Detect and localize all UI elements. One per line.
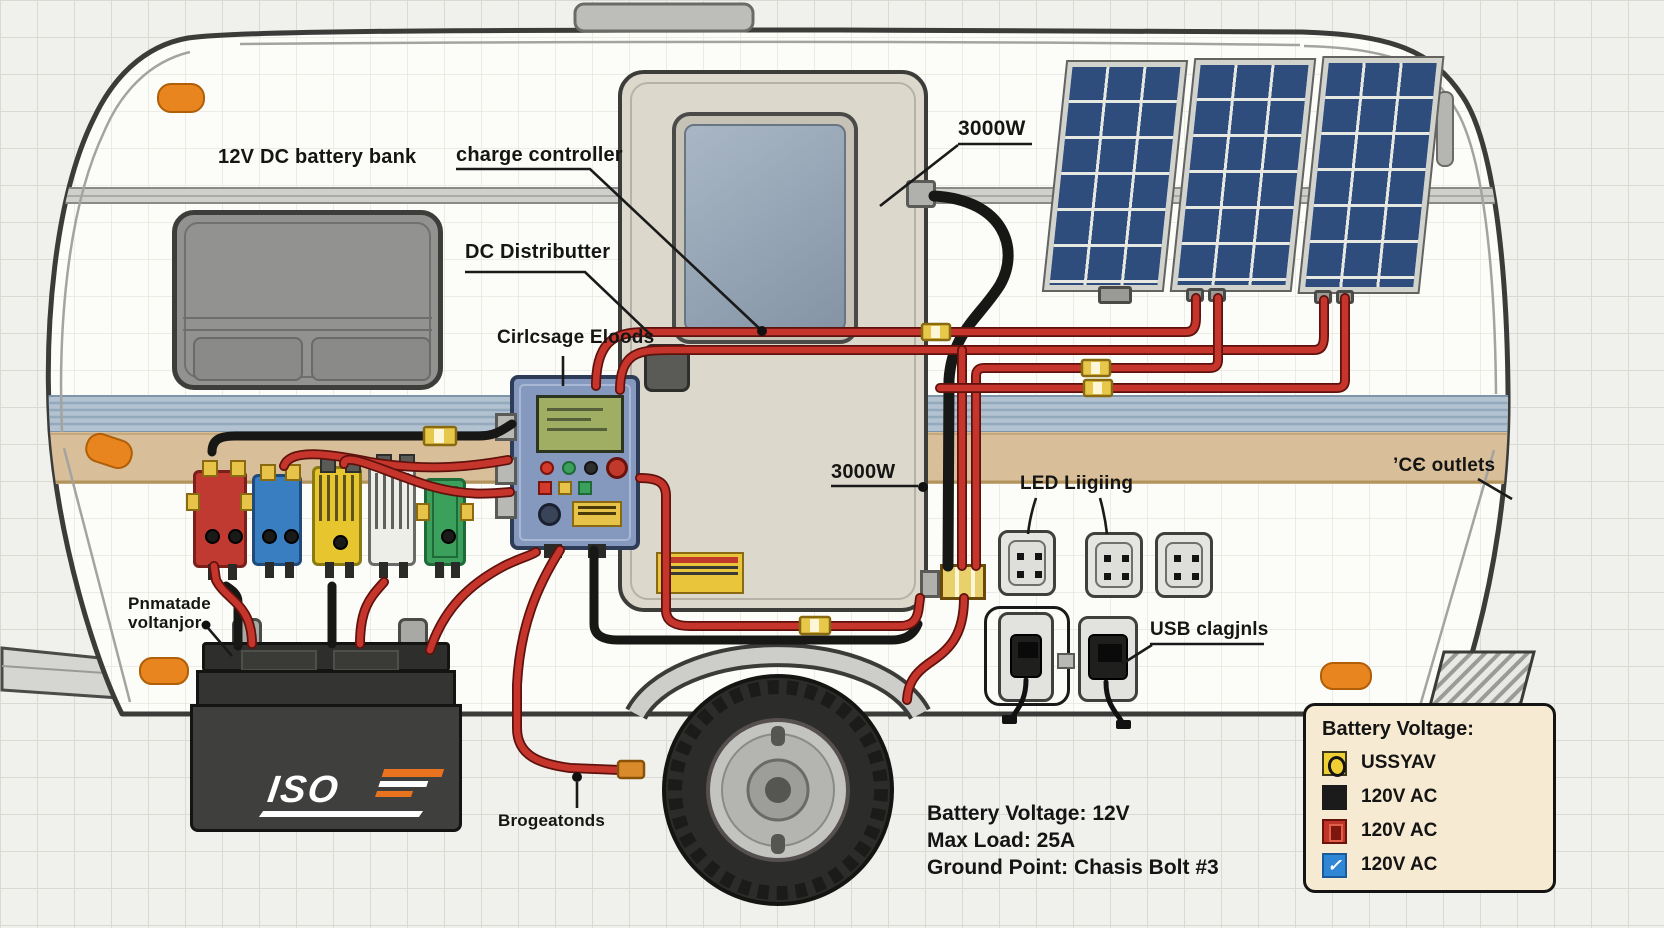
door-warning-sticker [656,552,744,594]
panel1-connector [1098,286,1132,304]
controller-led-red [540,461,554,475]
usb-charger-2 [1088,634,1128,680]
marker-lights [85,83,1372,690]
controller-bottom-terminal-1 [544,544,562,558]
controller-lcd-screen [536,395,624,453]
label-circuit-breakers: Cirlcsage Eloods [497,327,655,348]
legend-label-2: 120V AC [1361,786,1438,807]
label-ac-outlets: ʼCЄ outlets [1393,455,1496,476]
legend-label-1: USSYAV [1361,752,1436,773]
ac-outlet-3 [1155,532,1213,598]
red-breaker-swatch-icon [1322,818,1347,844]
door-cable-junction-box [906,180,936,208]
label-dc-distributor: DC Distributter [465,241,611,263]
breaker-block-blue [252,464,302,578]
ac-outlet-1 [998,530,1056,596]
door-handle [644,344,690,392]
fuse-block [940,564,986,600]
charge-controller-unit [495,375,640,558]
controller-led-dark [584,461,598,475]
battery-upper-case [196,670,456,708]
battery-case: ISO [190,704,462,832]
battery-brand-underline [258,811,424,817]
spec-max-load: Max Load: 25A [927,829,1076,852]
controller-bottom-terminal-2 [588,544,606,558]
solar-panel-2 [1171,60,1315,290]
solar-panel-3 [1299,58,1443,292]
panel2-connector-a [1186,288,1204,302]
legend-row-2: 120V AC [1322,784,1537,810]
controller-led-green [562,461,576,475]
black-square-swatch-icon [1322,784,1347,810]
distribution-connector [920,570,940,598]
battery-lid [202,642,450,672]
controller-label-sticker [572,501,622,527]
label-watts-mid: 3000W [831,461,896,483]
panel2-connector-b [1208,288,1226,302]
label-portable-line2: voltanjor [128,613,202,632]
label-ground-wire: Brogeatonds [498,811,606,830]
yellow-circle-swatch-icon [1322,750,1348,779]
blue-check-swatch-icon: ✓ [1322,852,1347,878]
battery-brand: ISO [265,769,343,811]
label-usb-chargers: USB clagjnls [1150,619,1269,640]
legend-label-3: 120V AC [1361,820,1438,841]
label-watts-top: 3000W [958,117,1026,140]
spec-battery-voltage: Battery Voltage: 12V [927,802,1130,825]
ac-outlet-2 [1085,532,1143,598]
controller-switch-red [538,481,552,495]
breaker-block-red [186,460,254,580]
controller-switch-green [578,481,592,495]
wall-profile-lines [59,40,1498,707]
label-led-lighting: LED Liigiing [1020,473,1134,494]
label-charge-controller: charge controller [456,144,623,166]
wheel-assembly [625,643,931,906]
usb-charger-1 [1010,634,1042,678]
window-pane-right [311,337,431,381]
roof-vent [573,2,755,33]
spec-text-block: Battery Voltage: 12V Max Load: 25A Groun… [927,800,1219,881]
panel3-connector-a [1314,290,1332,304]
controller-knob [538,503,561,526]
breaker-block-yellow [312,456,362,578]
entry-door [618,70,928,612]
label-battery-bank: 12V DC battery bank [218,146,417,168]
controller-switch-yellow [558,481,572,495]
legend-title: Battery Voltage: [1322,718,1474,740]
window-pane-left [193,337,303,381]
door-window [672,112,858,344]
breaker-block-green [416,478,474,578]
legend-box: Battery Voltage: USSYAV 120V AC 120V AC … [1303,703,1556,893]
door-window-glass [684,124,846,332]
rear-bumper [1428,650,1536,708]
legend-row-4: ✓ 120V AC [1322,852,1537,878]
breaker-block-white [368,454,416,578]
controller-terminal-1 [495,413,517,441]
controller-terminal-3 [495,491,517,519]
window-mid-bar [183,317,432,331]
controller-terminal-2 [495,457,517,485]
legend-row-1: USSYAV [1322,750,1537,779]
cabin-window [172,210,443,390]
legend-label-4: 120V AC [1361,854,1438,875]
spec-ground-point: Ground Point: Chasis Bolt #3 [927,856,1219,879]
legend-row-3: 120V AC [1322,818,1537,844]
panel3-connector-b [1336,290,1354,304]
controller-button-red [606,457,628,479]
solar-panel-1 [1044,62,1186,290]
battery-brand-logo [372,769,445,807]
label-portable-line1: Pnmatade [128,594,211,613]
window-inner-frame [184,222,431,378]
side-trim-bar [1436,91,1454,167]
